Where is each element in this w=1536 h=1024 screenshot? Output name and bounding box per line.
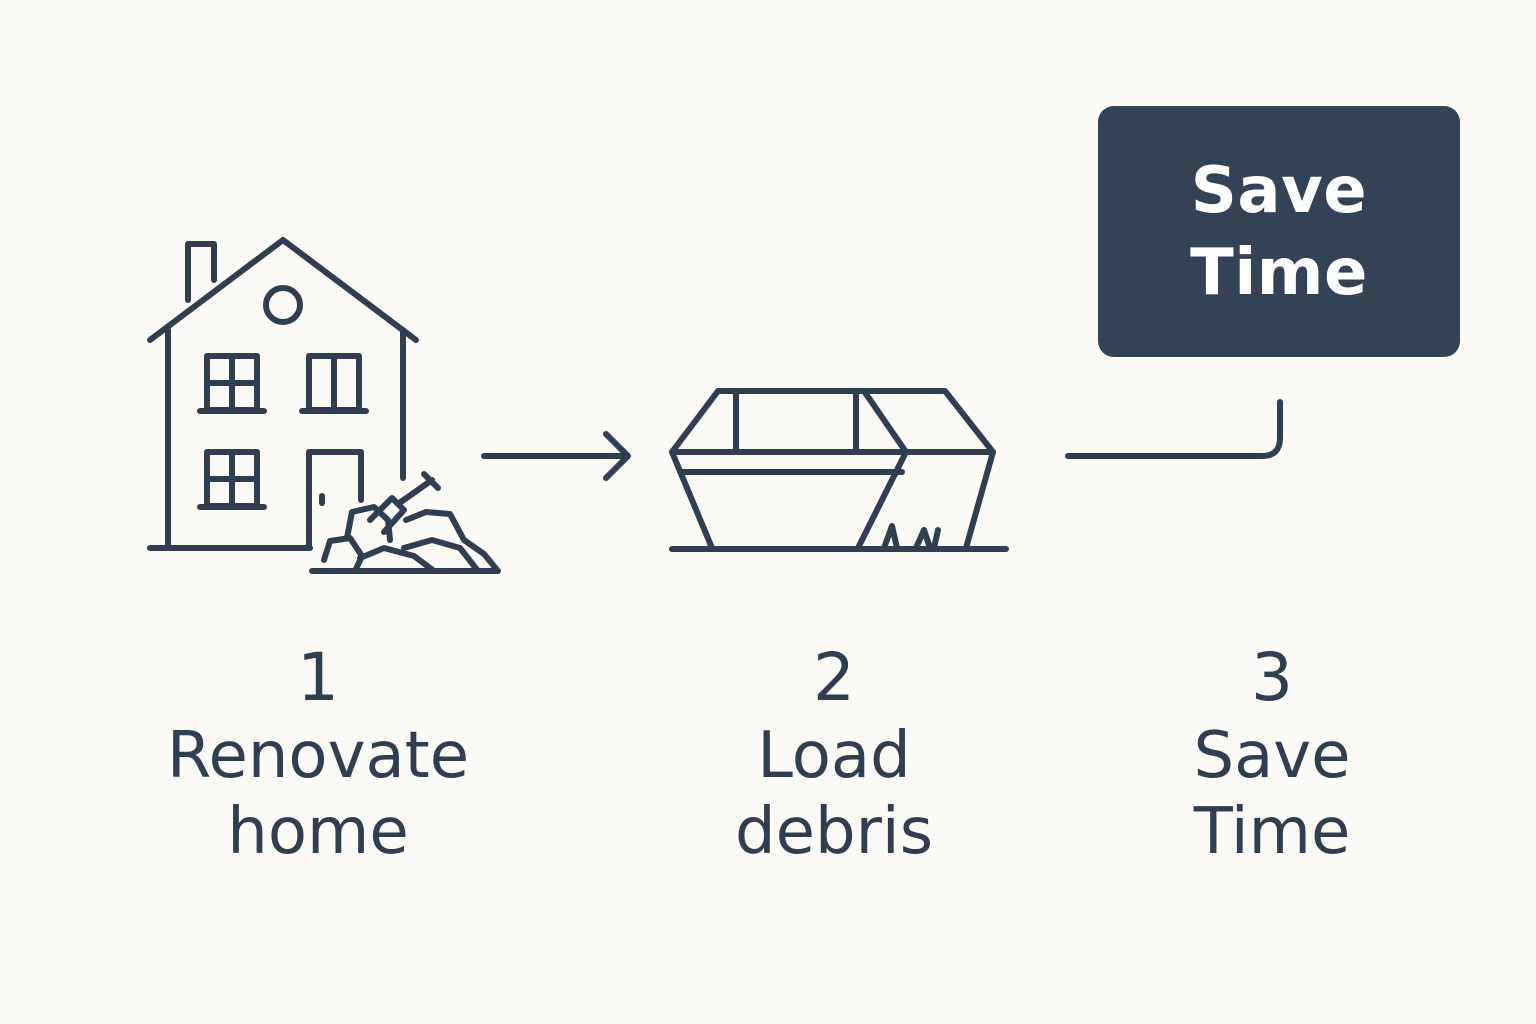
save-time-callout: Save Time <box>1098 106 1460 357</box>
step-number: 1 <box>297 639 339 716</box>
step-3: 3 Save Time <box>1092 640 1452 870</box>
arrow-right-icon <box>481 431 631 481</box>
house-renovation-icon <box>147 237 501 574</box>
step-number: 3 <box>1251 639 1293 716</box>
step-1: 1 Renovate home <box>138 640 498 870</box>
step-2: 2 Load debris <box>654 640 1014 870</box>
step-label: Load debris <box>734 719 934 869</box>
elbow-connector-icon <box>1065 399 1283 459</box>
step-label: Renovate home <box>166 719 470 869</box>
skip-bin-icon <box>669 388 1009 552</box>
step-number: 2 <box>813 639 855 716</box>
step-label: Save Time <box>1193 719 1351 869</box>
callout-text: Save Time <box>1190 153 1368 310</box>
